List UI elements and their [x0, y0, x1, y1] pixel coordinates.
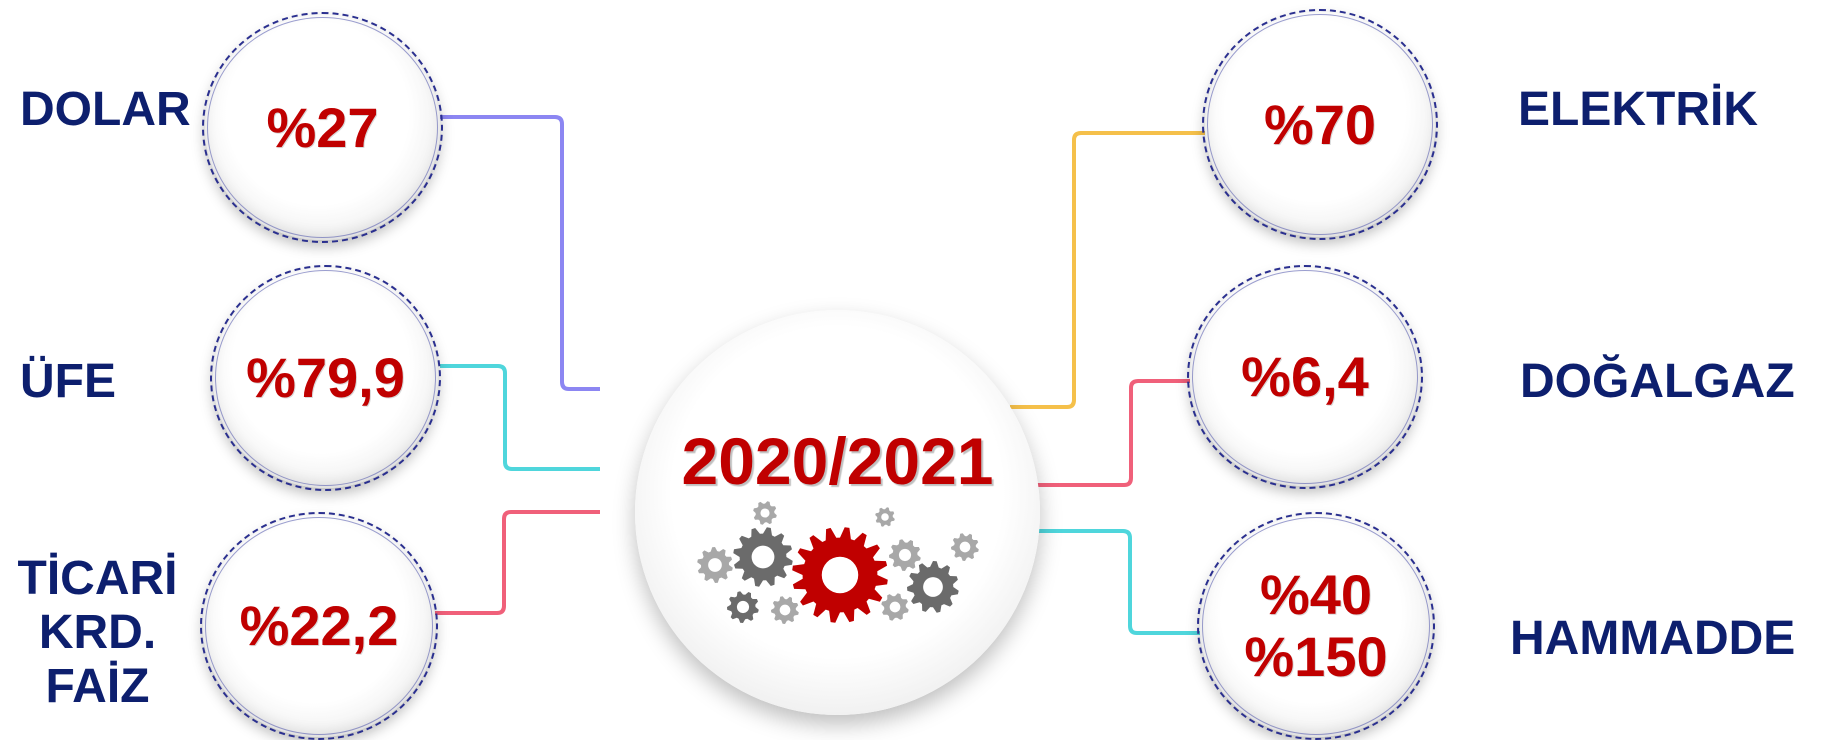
- gear-icon: [951, 533, 979, 561]
- label-dolar: DOLAR: [20, 83, 191, 136]
- bubble-ufe: %79,9: [210, 265, 441, 491]
- gear-icon: [727, 591, 759, 623]
- value-dolar: %27: [266, 95, 379, 159]
- gear-icon: [753, 501, 777, 525]
- bubble-dolar: %27: [202, 12, 443, 243]
- gear-icon: [889, 539, 921, 571]
- value-hammadde-2: %150: [1244, 625, 1388, 688]
- connector-hammadde: [1030, 529, 1200, 635]
- connector-ufe: [440, 364, 600, 471]
- gears-icon: [697, 501, 979, 624]
- label-hammadde: HAMMADDE: [1510, 612, 1796, 665]
- value-ufe: %79,9: [246, 346, 405, 409]
- center-title: 2020/2021: [681, 424, 994, 498]
- red-gear-icon: [792, 527, 888, 623]
- gear-icon: [733, 527, 793, 587]
- gear-icon: [881, 593, 909, 621]
- label-ufe: ÜFE: [20, 355, 116, 408]
- center-circle: 2020/2021: [635, 310, 1040, 715]
- label-ticari-krd-faiz: TİCARİ KRD. FAİZ: [17, 552, 178, 713]
- connector-dolar: [440, 115, 600, 391]
- gear-icon: [907, 561, 959, 613]
- bubble-dogalgaz: %6,4: [1187, 265, 1423, 489]
- bubble-elektrik: %70: [1202, 9, 1438, 240]
- value-dogalgaz: %6,4: [1241, 345, 1369, 408]
- connector-elektrik: [1010, 131, 1205, 409]
- connector-dogalgaz: [1030, 379, 1190, 487]
- value-elektrik: %70: [1263, 92, 1377, 156]
- gear-icon: [697, 547, 733, 583]
- gear-icon: [875, 507, 895, 527]
- bubble-ticari: %22,2: [200, 512, 438, 740]
- value-hammadde-1: %40: [1259, 563, 1373, 626]
- connector-ticari: [435, 510, 600, 615]
- gear-icon: [771, 596, 799, 624]
- label-elektrik: ELEKTRİK: [1518, 83, 1758, 136]
- bubble-hammadde: %40 %150: [1197, 512, 1435, 740]
- label-dogalgaz: DOĞALGAZ: [1520, 355, 1795, 408]
- value-ticari: %22,2: [239, 594, 399, 657]
